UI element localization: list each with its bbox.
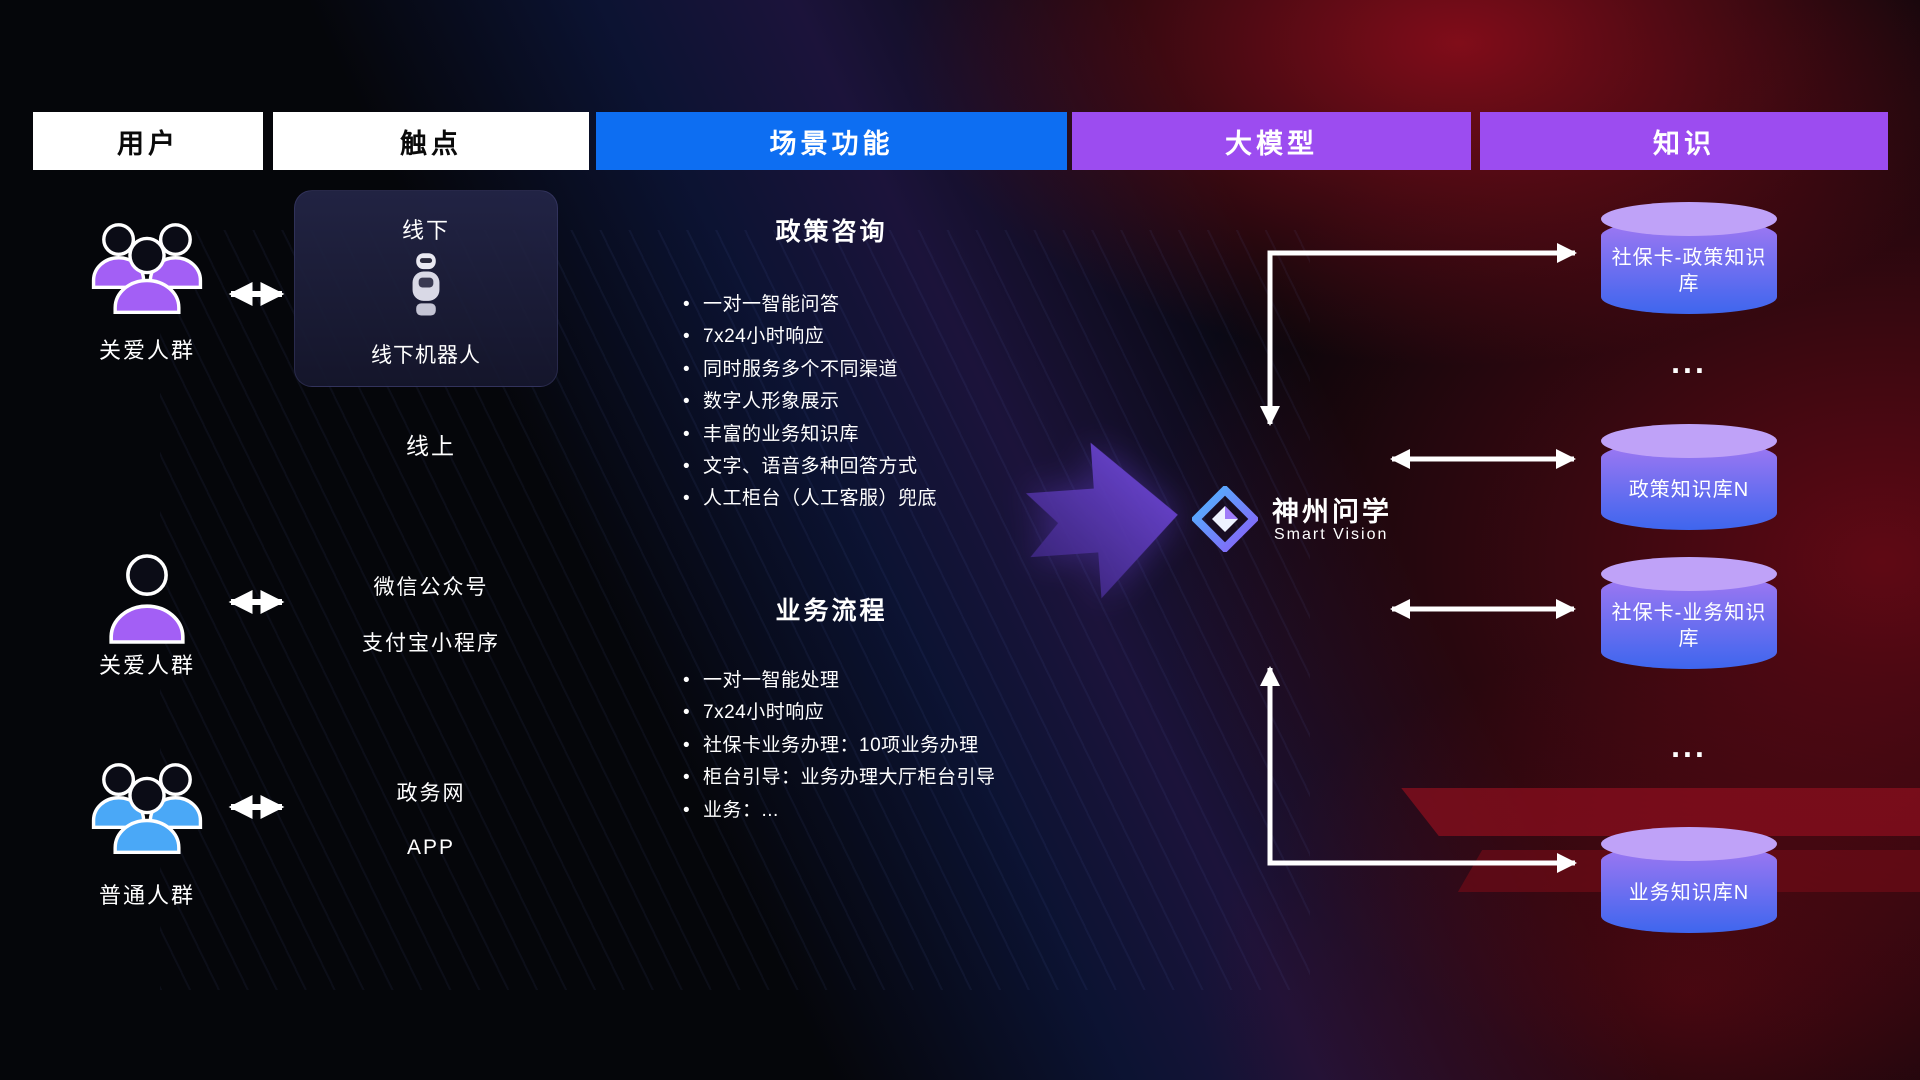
- person-icon: [104, 551, 190, 647]
- knowledge-db-policy-n: 政策知识库N: [1601, 424, 1777, 530]
- brand-logo-icon: [1190, 484, 1260, 554]
- group-icon: [84, 750, 210, 858]
- list-item: 丰富的业务知识库: [681, 419, 1101, 452]
- ellipsis-label: ...: [1671, 728, 1707, 764]
- group-icon: [84, 210, 210, 318]
- function-title-business: 业务流程: [775, 597, 888, 625]
- cylinder-cap: [1601, 202, 1777, 236]
- ellipsis-label: ...: [1671, 344, 1707, 380]
- knowledge-db-business-n: 业务知识库N: [1601, 827, 1777, 933]
- arrow-model-to-db1: [1260, 243, 1578, 427]
- list-item: 文字、语音多种回答方式: [681, 451, 1101, 484]
- list-item: 同时服务多个不同渠道: [681, 354, 1101, 387]
- list-item: 一对一智能问答: [681, 289, 1101, 322]
- cylinder-cap: [1601, 827, 1777, 861]
- function-list-policy: 一对一智能问答 7x24小时响应 同时服务多个不同渠道 数字人形象展示 丰富的业…: [681, 289, 1101, 516]
- list-item: 人工柜台（人工客服）兜底: [681, 483, 1101, 516]
- online-label: 线上: [406, 433, 456, 459]
- column-header-users: 用户: [33, 112, 263, 170]
- flow-arrow-right-icon: [1022, 421, 1185, 619]
- offline-touchpoint-card: 线下 线下机器人: [294, 190, 558, 387]
- knowledge-db-label: 社保卡-业务知识库: [1611, 602, 1767, 650]
- offline-robot-label: 线下机器人: [371, 344, 481, 367]
- channel-wechat: 微信公众号: [373, 576, 489, 599]
- list-item: 社保卡业务办理：10项业务办理: [681, 730, 1101, 763]
- function-title-policy: 政策咨询: [775, 218, 888, 246]
- column-header-touchpoints: 触点: [273, 112, 589, 170]
- knowledge-db-label: 社保卡-政策知识库: [1611, 247, 1767, 295]
- function-list-business: 一对一智能处理 7x24小时响应 社保卡业务办理：10项业务办理 柜台引导：业务…: [681, 665, 1101, 827]
- column-header-functions: 场景功能: [596, 112, 1067, 170]
- list-item: 7x24小时响应: [681, 321, 1101, 354]
- user-group-label: 关爱人群: [98, 338, 195, 363]
- knowledge-db-label: 业务知识库N: [1628, 882, 1750, 904]
- arrow-model-to-db4: [1260, 665, 1578, 873]
- list-item: 柜台引导：业务办理大厅柜台引导: [681, 762, 1101, 795]
- list-item: 7x24小时响应: [681, 697, 1101, 730]
- offline-title: 线下: [401, 218, 450, 243]
- knowledge-db-ssc-business: 社保卡-业务知识库: [1601, 557, 1777, 669]
- brand-subtitle: Smart Vision: [1274, 526, 1389, 543]
- cylinder-cap: [1601, 424, 1777, 458]
- robot-icon: [404, 249, 448, 326]
- knowledge-db-ssc-policy: 社保卡-政策知识库: [1601, 202, 1777, 314]
- user-ordinary-label: 普通人群: [98, 883, 195, 908]
- knowledge-db-label: 政策知识库N: [1628, 479, 1750, 501]
- cylinder-cap: [1601, 557, 1777, 591]
- channel-gov-web: 政务网: [396, 782, 466, 805]
- channel-app: APP: [406, 836, 456, 859]
- column-header-knowledge: 知识: [1480, 112, 1888, 170]
- brand-name: 神州问学: [1272, 497, 1392, 527]
- list-item: 数字人形象展示: [681, 386, 1101, 419]
- column-header-model: 大模型: [1072, 112, 1471, 170]
- list-item: 业务：...: [681, 795, 1101, 828]
- channel-alipay: 支付宝小程序: [362, 632, 500, 655]
- user-single-label: 关爱人群: [98, 653, 195, 678]
- list-item: 一对一智能处理: [681, 665, 1101, 698]
